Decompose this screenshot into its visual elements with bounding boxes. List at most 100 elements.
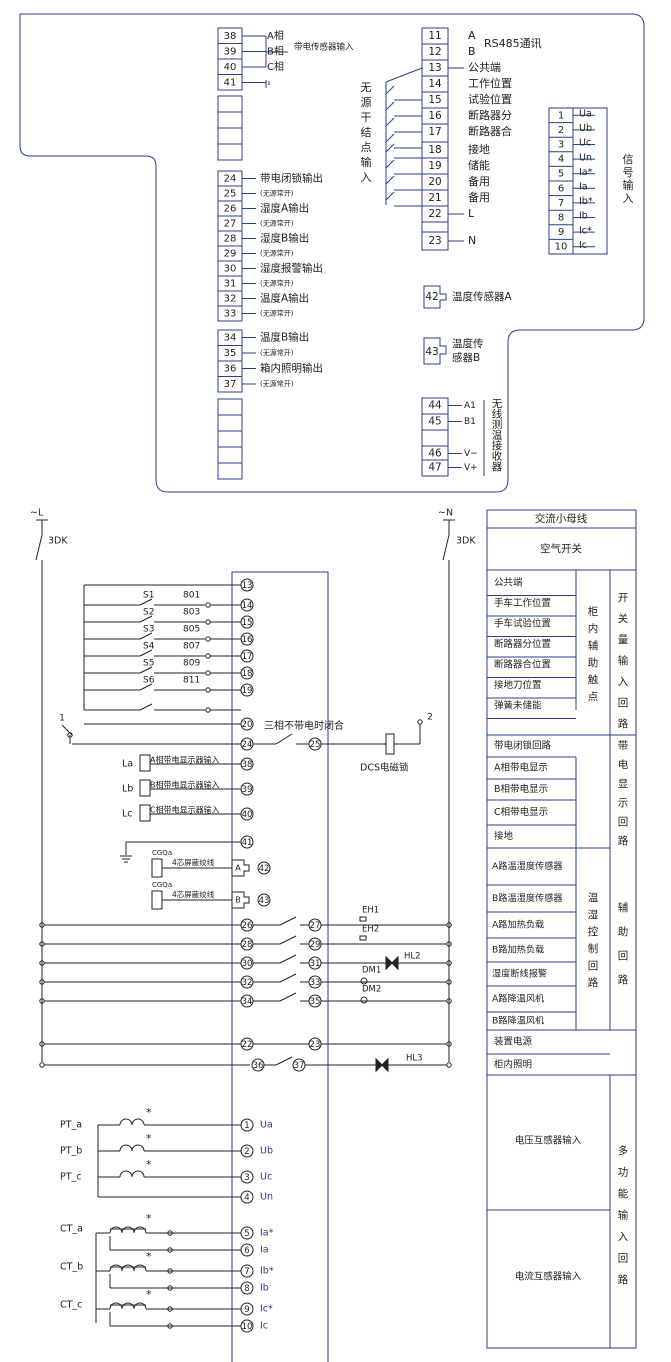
temp-sensor-label: 温度传: [452, 337, 484, 350]
legend-item: 接地刀位置: [494, 679, 542, 691]
terminal-number: 9: [244, 1305, 249, 1315]
terminal-number: 40: [224, 62, 237, 73]
switch-label: S4: [143, 642, 155, 652]
terminal-number: 20: [428, 176, 441, 188]
terminal-label: 备用: [468, 190, 490, 204]
switch-blade: [139, 666, 153, 674]
legend-char: 入: [618, 676, 629, 688]
terminal-number: 19: [428, 160, 441, 172]
lamp-fill: [385, 955, 393, 971]
terminal-label: V−: [464, 449, 478, 459]
temp-sensor-label: 感器B: [452, 351, 480, 364]
terminal-number: 14: [242, 601, 253, 611]
rs485-label: RS485通讯: [484, 37, 542, 50]
terminal-label: 带电闭锁输出: [260, 172, 323, 185]
legend-char: 功: [618, 1167, 629, 1179]
signal-label: Ua: [260, 1120, 273, 1131]
terminal-number: 9: [558, 227, 564, 238]
legend-char: 路: [618, 1273, 629, 1286]
terminal-number: 45: [428, 416, 441, 428]
signal-label: Ub: [260, 1146, 273, 1157]
terminal-label: (无源常开): [260, 379, 294, 388]
polarity-mark: *: [146, 1212, 152, 1225]
pt-coil: [119, 1170, 145, 1178]
legend-item: 接地: [494, 830, 514, 842]
terminal-label: Ic: [579, 240, 587, 251]
terminal-label: Ib: [579, 211, 588, 222]
lamp-fill: [391, 955, 399, 971]
wire-number: 807: [183, 642, 200, 652]
terminal-label: 温度A输出: [260, 292, 309, 305]
terminal-label: A1: [464, 401, 476, 411]
node-circle: [205, 653, 211, 659]
contact-blade: [385, 117, 395, 127]
node-circle: [205, 619, 211, 625]
node-circle: [167, 1247, 173, 1253]
terminal-number: 18: [242, 669, 253, 679]
terminal-number: 36: [224, 364, 237, 375]
terminal-number: 24: [224, 174, 237, 185]
terminal-number: 7: [244, 1267, 249, 1277]
legend-char: 回: [618, 816, 629, 828]
live-display-box: [139, 754, 151, 772]
node-circle: [205, 687, 211, 693]
terminal-number: 15: [242, 618, 253, 628]
terminal-number: 14: [428, 78, 442, 90]
terminal-circle: [257, 893, 271, 907]
lead-line: [385, 67, 423, 83]
legend-char: 多: [618, 1144, 629, 1157]
legend-item: A路温湿度传感器: [492, 860, 563, 872]
terminal-circle: [240, 807, 254, 821]
pt-label: PT_c: [60, 1172, 82, 1183]
legend-char: 温: [588, 892, 599, 904]
terminal-number: 36: [253, 1061, 264, 1071]
switch-blade: [139, 683, 153, 691]
legend-char: 控: [588, 925, 599, 938]
signal-label: Ib*: [260, 1266, 274, 1277]
terminal-circle: [240, 632, 254, 646]
terminal-label: Ia: [579, 182, 588, 193]
legend-char: 湿: [588, 909, 599, 921]
legend-char: 路: [588, 976, 599, 989]
terminal-number: 2: [558, 125, 564, 136]
terminal-label: (无源常开): [260, 189, 294, 198]
terminal-label: Ia*: [579, 167, 593, 178]
terminal-label: 公共端: [468, 61, 501, 74]
terminal-number: 35: [310, 997, 321, 1007]
terminal-number: 5: [558, 169, 564, 180]
terminal-number: 1: [244, 1121, 249, 1131]
terminal-number: 28: [224, 234, 237, 245]
legend-item: 手车试验位置: [494, 618, 551, 630]
switch-blade: [279, 992, 297, 1002]
live-display-text: B相带电显示器输入: [150, 780, 220, 790]
wireless-char: 接: [492, 439, 503, 452]
contact-blade: [385, 133, 395, 143]
wire-number: 811: [183, 676, 200, 686]
terminal-label: 接地: [468, 143, 490, 156]
terminal-circle: [240, 1190, 254, 1204]
terminal-label: Ib*: [579, 196, 593, 207]
terminal-number: 43: [425, 346, 438, 358]
terminal-number: 38: [224, 31, 237, 42]
terminal-label: 工作位置: [468, 76, 512, 90]
terminal-number: 4: [558, 154, 564, 165]
legend-char: 助: [588, 656, 599, 669]
terminal-label: N: [468, 234, 476, 247]
wire-number: 809: [183, 659, 200, 669]
legend-char: 回: [618, 697, 629, 709]
terminal-circle: [240, 1302, 254, 1316]
panel-outline: [19, 13, 645, 493]
live-display-box: [139, 779, 151, 797]
legend-char: 助: [618, 925, 629, 938]
terminal-label: B相: [267, 45, 284, 58]
terminal-label: 试验位置: [468, 92, 512, 106]
terminal-label: (无源常开): [260, 219, 294, 228]
switch-blade: [139, 632, 153, 640]
switch-label: S6: [143, 676, 155, 686]
terminal-number: 25: [224, 189, 237, 200]
terminal-number: 26: [242, 921, 253, 931]
terminal-number: 29: [224, 249, 237, 260]
terminal-label: 湿度报警输出: [260, 262, 323, 275]
terminal-number: 30: [242, 959, 253, 969]
